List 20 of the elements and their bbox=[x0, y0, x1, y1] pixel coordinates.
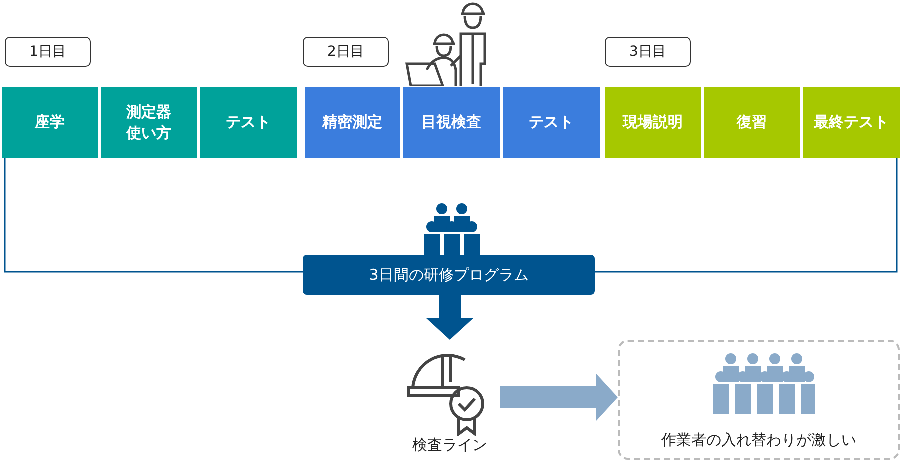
program-banner: 3日間の研修プログラム bbox=[303, 255, 595, 295]
connector-line bbox=[595, 158, 898, 273]
node-label: 検査ライン bbox=[412, 436, 488, 455]
step-box: 測定器使い方 bbox=[101, 87, 197, 158]
step-box: 最終テスト bbox=[803, 87, 900, 158]
step-box: テスト bbox=[200, 87, 297, 158]
dashed-box bbox=[618, 340, 900, 460]
day-label: 3日目 bbox=[605, 37, 691, 67]
arrow bbox=[500, 374, 618, 422]
connector-line bbox=[4, 158, 303, 273]
step-box: 現場説明 bbox=[605, 87, 701, 158]
arrow bbox=[426, 295, 474, 340]
day-label: 1日目 bbox=[5, 37, 91, 67]
day-label: 2日目 bbox=[303, 37, 389, 67]
step-box: 復習 bbox=[704, 87, 800, 158]
node-label: 作業者の入れ替わりが激しい bbox=[662, 431, 856, 450]
step-box: 座学 bbox=[2, 87, 98, 158]
step-box: 精密測定 bbox=[305, 87, 400, 158]
step-box: 目視検査 bbox=[403, 87, 500, 158]
step-box: テスト bbox=[503, 87, 600, 158]
